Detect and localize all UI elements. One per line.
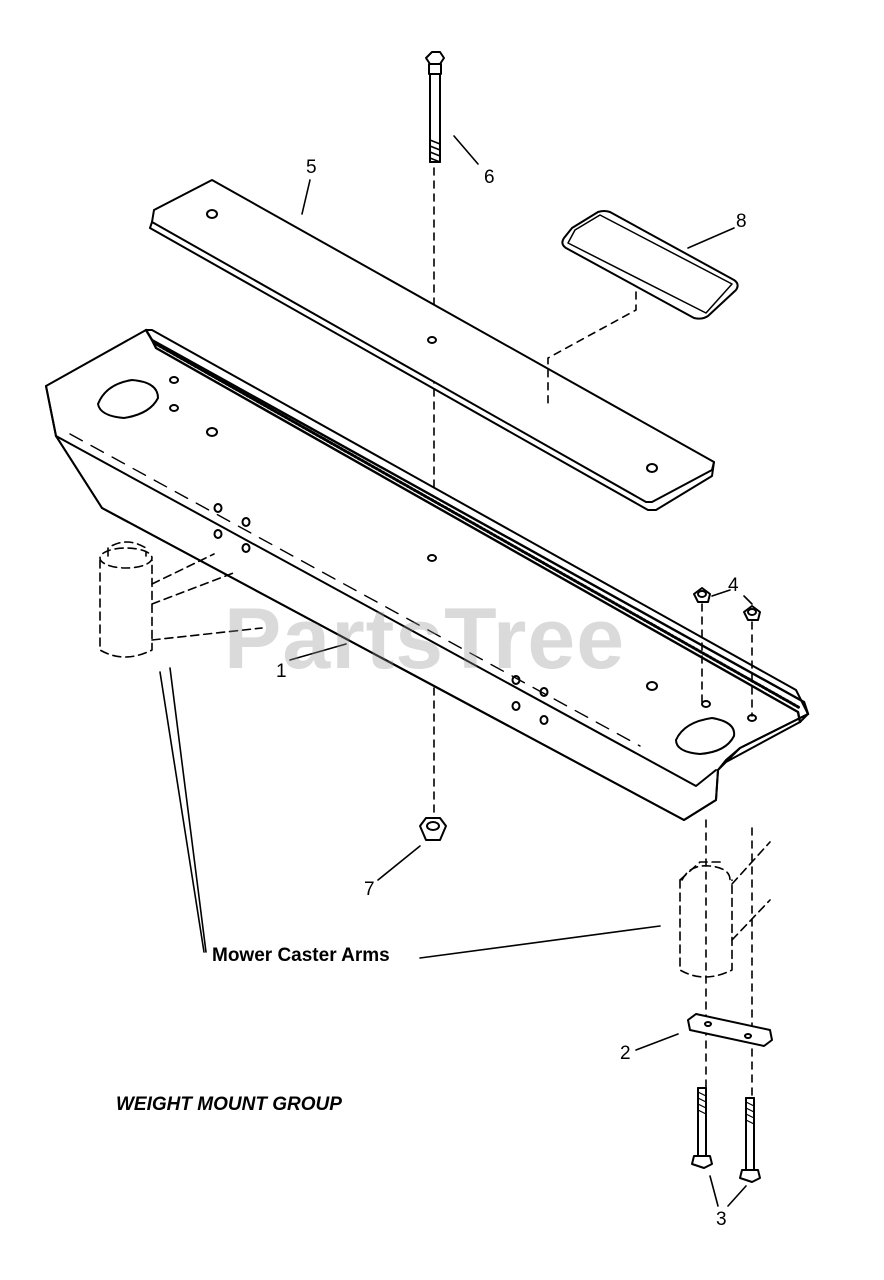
mower-caster-arm-left bbox=[99, 541, 263, 658]
group-title: WEIGHT MOUNT GROUP bbox=[116, 1094, 342, 1115]
callout-4: 4 bbox=[728, 575, 739, 596]
leader-lines bbox=[159, 135, 753, 1207]
callout-2: 2 bbox=[620, 1043, 631, 1064]
part-8-decal bbox=[561, 210, 739, 320]
callout-6: 6 bbox=[484, 167, 495, 188]
parts-tree-watermark: PartsTree bbox=[224, 591, 626, 687]
part-2-strap-plate bbox=[687, 1013, 773, 1047]
mower-caster-arm-right bbox=[679, 841, 771, 978]
part-4-nuts bbox=[693, 587, 761, 621]
part-6-bolt bbox=[425, 51, 445, 163]
callout-3: 3 bbox=[716, 1209, 727, 1230]
part-7-nut bbox=[419, 817, 447, 841]
part-3-bolts bbox=[691, 1087, 761, 1183]
callout-5: 5 bbox=[306, 157, 317, 178]
callout-7: 7 bbox=[364, 879, 375, 900]
part-5-weight-plate bbox=[149, 179, 715, 511]
callout-8: 8 bbox=[736, 211, 747, 232]
decal-8-guide bbox=[547, 291, 637, 409]
part-1-weight-mount-bracket bbox=[45, 328, 810, 821]
callout-1: 1 bbox=[276, 661, 287, 682]
mower-caster-arms-label: Mower Caster Arms bbox=[212, 945, 390, 966]
